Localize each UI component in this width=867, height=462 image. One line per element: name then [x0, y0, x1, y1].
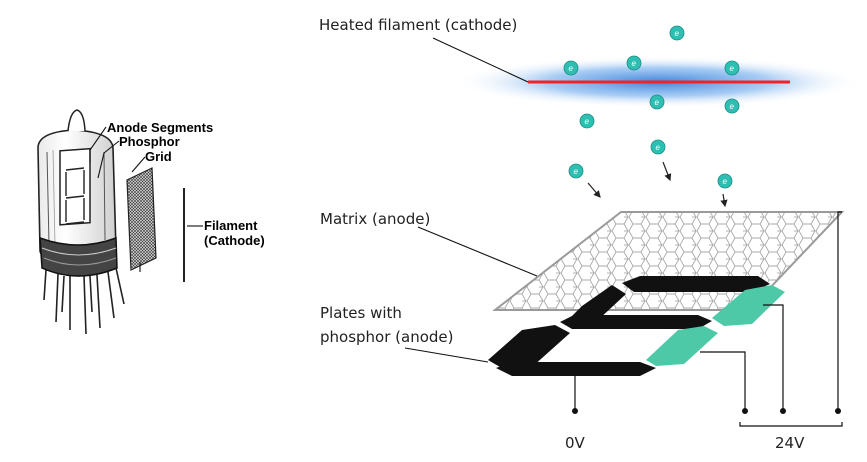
electron-6 [724, 98, 740, 114]
label-grid: Grid [145, 149, 172, 164]
electron-symbol: e [632, 59, 637, 68]
electron-symbol: e [585, 117, 590, 126]
segment-top [622, 276, 770, 292]
anode-digit-plate [59, 147, 91, 226]
electron-symbol: e [730, 64, 735, 73]
electron-arrows [587, 161, 728, 208]
electrons: e e e e e e e e e e [563, 25, 740, 189]
segment-lower-left [488, 325, 570, 367]
vfd-principle-diagram: Heated filament (cathode) e e e e e e e e e e Mat… [319, 16, 863, 452]
label-cathode: (Cathode) [204, 233, 265, 248]
label-filament: Filament [204, 218, 258, 233]
electron-3 [626, 55, 642, 71]
label-plates-line1: Plates with [320, 304, 402, 322]
electron-10 [717, 173, 733, 189]
wiring [574, 211, 843, 427]
tube-tip [67, 109, 86, 132]
electron-2 [563, 60, 579, 76]
label-plates-line2: phosphor (anode) [320, 328, 454, 346]
electron-symbol: e [723, 177, 728, 186]
leader-plates [404, 347, 489, 363]
electron-9 [568, 163, 584, 179]
electron-5 [649, 94, 665, 110]
electron-8 [650, 139, 666, 155]
label-heated-filament: Heated filament (cathode) [319, 16, 517, 34]
electron-symbol: e [730, 102, 735, 111]
electron-4 [724, 60, 740, 76]
phosphor-plates [488, 276, 785, 376]
leader-heated-filament [432, 37, 529, 83]
wire-terminals [572, 408, 841, 414]
segment-lower-right [646, 326, 718, 366]
wire-upper-right [763, 304, 784, 411]
leader-anode-segments [89, 126, 107, 162]
segment-upper-right [712, 285, 785, 326]
label-phosphor: Phosphor [119, 134, 180, 149]
electron-symbol: e [656, 143, 661, 152]
label-anode-segments: Anode Segments [107, 120, 213, 135]
electron-symbol: e [675, 29, 680, 38]
leader-phosphor [97, 140, 120, 179]
segment-bottom [496, 362, 656, 376]
matrix-anode [492, 211, 845, 311]
label-24v: 24V [775, 434, 805, 452]
electron-symbol: e [655, 98, 660, 107]
wire-lower-right [700, 351, 746, 411]
electron-7 [579, 113, 595, 129]
leader-matrix [417, 226, 538, 277]
leader-grid [131, 156, 146, 173]
label-0v: 0V [565, 434, 586, 452]
tube-pins [43, 267, 125, 335]
electron-1 [669, 25, 685, 41]
segment-upper-left [568, 285, 626, 320]
wire-matrix [837, 211, 842, 411]
grid-mesh [126, 167, 157, 272]
label-matrix: Matrix (anode) [320, 210, 430, 228]
vfd-tube-illustration: Anode Segments Phosphor Grid Filament (C… [37, 109, 265, 335]
bracket-24v [739, 422, 843, 427]
segment-middle [560, 315, 712, 329]
electron-symbol: e [569, 64, 574, 73]
electron-symbol: e [574, 167, 579, 176]
